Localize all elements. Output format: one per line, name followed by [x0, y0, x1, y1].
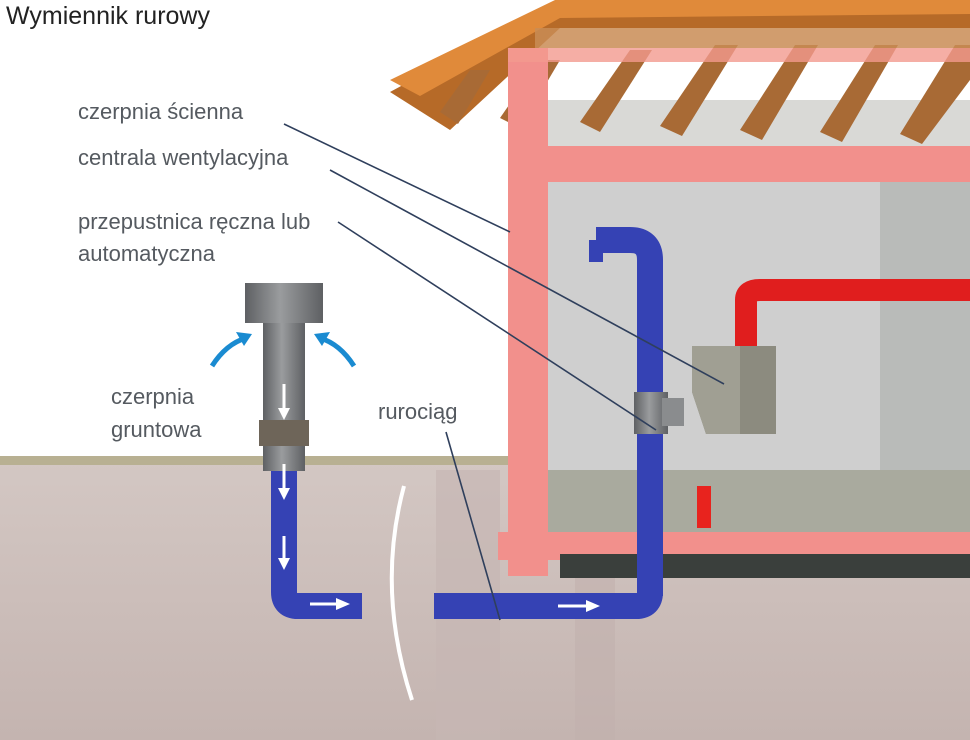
buried-pipe-right — [434, 591, 663, 619]
label-ground-intake-line1: czerpnia — [111, 384, 195, 409]
intake-pipe-riser — [596, 227, 663, 596]
air-inflow-arrowhead-left — [236, 332, 252, 346]
leader-wall-intake — [283, 123, 511, 233]
left-wall — [508, 48, 548, 576]
roof-surface — [390, 0, 970, 96]
red-marker — [697, 486, 711, 528]
supply-air-pipe — [735, 279, 970, 370]
leader-damper — [337, 221, 657, 431]
damper-tee-side — [662, 398, 684, 426]
diagram-title: Wymiennik rurowy — [6, 2, 210, 30]
floor-slab — [548, 470, 970, 532]
air-inflow-arrow-left — [209, 335, 247, 368]
flow-arrows — [278, 384, 600, 612]
ventilation-unit-front — [692, 346, 740, 434]
label-damper-line2: automatyczna — [78, 241, 215, 266]
leader-pipeline — [445, 431, 501, 621]
label-damper-line1: przepustnica ręczna lub — [78, 209, 311, 234]
leader-ventilation-unit — [329, 169, 725, 385]
air-inflow-arrow-right — [319, 335, 357, 368]
ground-surface-line — [0, 456, 970, 465]
ground-intake-collar — [259, 420, 309, 446]
leader-lines — [283, 123, 725, 621]
ground-intake-cap — [245, 283, 323, 323]
upper-slab — [508, 146, 970, 182]
foundation-dark — [560, 554, 970, 578]
label-pipeline: rurociąg — [378, 399, 458, 424]
label-ventilation-unit: centrala wentylacyjna — [78, 145, 289, 170]
label-wall-intake: czerpnia ścienna — [78, 99, 244, 124]
roof-beam — [535, 28, 970, 48]
label-ground-intake-line2: gruntowa — [111, 417, 202, 442]
distance-break-symbol — [389, 485, 414, 701]
buried-pipe-left — [271, 470, 362, 619]
air-inflow-arrowhead-right — [314, 332, 330, 346]
wall-top — [508, 48, 970, 62]
